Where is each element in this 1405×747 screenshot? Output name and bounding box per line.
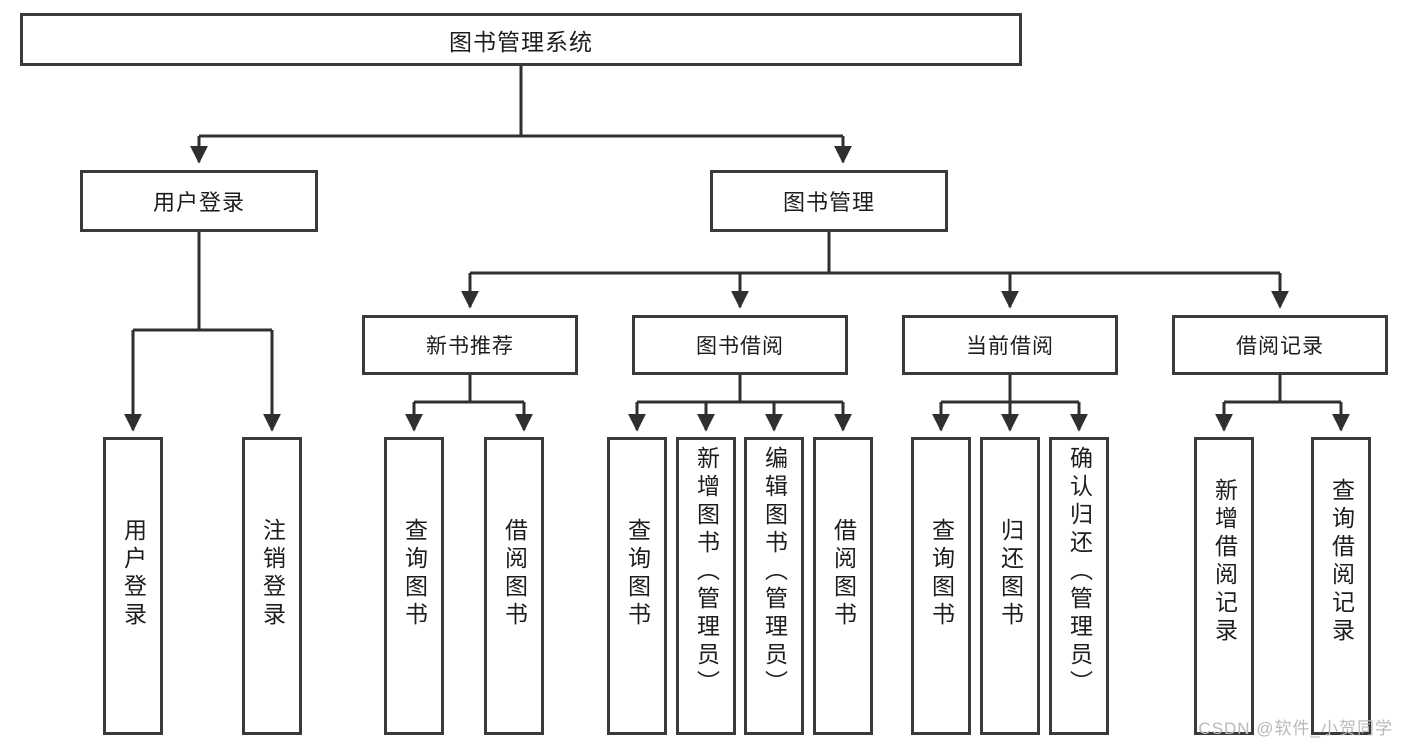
node-current-borrow[interactable]: 当前借阅 [902,315,1118,375]
node-label: 查询图书 [928,518,955,630]
node-label: 图书借阅 [696,335,784,358]
node-label: 借阅记录 [1236,335,1324,358]
node-leaf-query-book-current[interactable]: 查询图书 [911,437,971,735]
node-root-system[interactable]: 图书管理系统 [20,13,1022,66]
node-book-management[interactable]: 图书管理 [710,170,948,232]
node-label: 确认归还（管理员） [1066,446,1093,698]
node-label: 查询借阅记录 [1328,478,1355,646]
node-leaf-add-book-admin[interactable]: 新增图书（管理员） [676,437,736,735]
node-label: 注销登录 [259,518,286,630]
node-label: 用户登录 [152,190,245,215]
node-leaf-user-login[interactable]: 用户登录 [103,437,163,735]
node-leaf-edit-book-admin[interactable]: 编辑图书（管理员） [744,437,804,735]
node-leaf-return-book[interactable]: 归还图书 [980,437,1040,735]
node-label: 借阅图书 [501,518,528,630]
node-label: 查询图书 [624,518,651,630]
node-label: 新书推荐 [426,335,514,358]
node-label: 图书管理系统 [449,28,593,55]
node-label: 借阅图书 [830,518,857,630]
node-leaf-logout[interactable]: 注销登录 [242,437,302,735]
node-leaf-borrow-book-recommend[interactable]: 借阅图书 [484,437,544,735]
node-leaf-add-borrow-record[interactable]: 新增借阅记录 [1194,437,1254,735]
node-leaf-query-borrow-record[interactable]: 查询借阅记录 [1311,437,1371,735]
node-leaf-query-book-recommend[interactable]: 查询图书 [384,437,444,735]
node-label: 归还图书 [997,518,1024,630]
node-label: 当前借阅 [966,335,1054,358]
node-book-borrow[interactable]: 图书借阅 [632,315,848,375]
node-borrow-record[interactable]: 借阅记录 [1172,315,1388,375]
node-label: 编辑图书（管理员） [761,446,788,698]
node-label: 新增借阅记录 [1211,478,1238,646]
watermark-text: CSDN @软件_小贺同学 [1198,719,1393,738]
node-label: 查询图书 [401,518,428,630]
node-label: 新增图书（管理员） [693,446,720,698]
node-leaf-confirm-return-admin[interactable]: 确认归还（管理员） [1049,437,1109,735]
node-leaf-query-book-borrow[interactable]: 查询图书 [607,437,667,735]
node-leaf-borrow-book[interactable]: 借阅图书 [813,437,873,735]
node-user-login[interactable]: 用户登录 [80,170,318,232]
node-new-book-recommend[interactable]: 新书推荐 [362,315,578,375]
node-label: 用户登录 [120,518,147,630]
node-label: 图书管理 [782,190,875,215]
